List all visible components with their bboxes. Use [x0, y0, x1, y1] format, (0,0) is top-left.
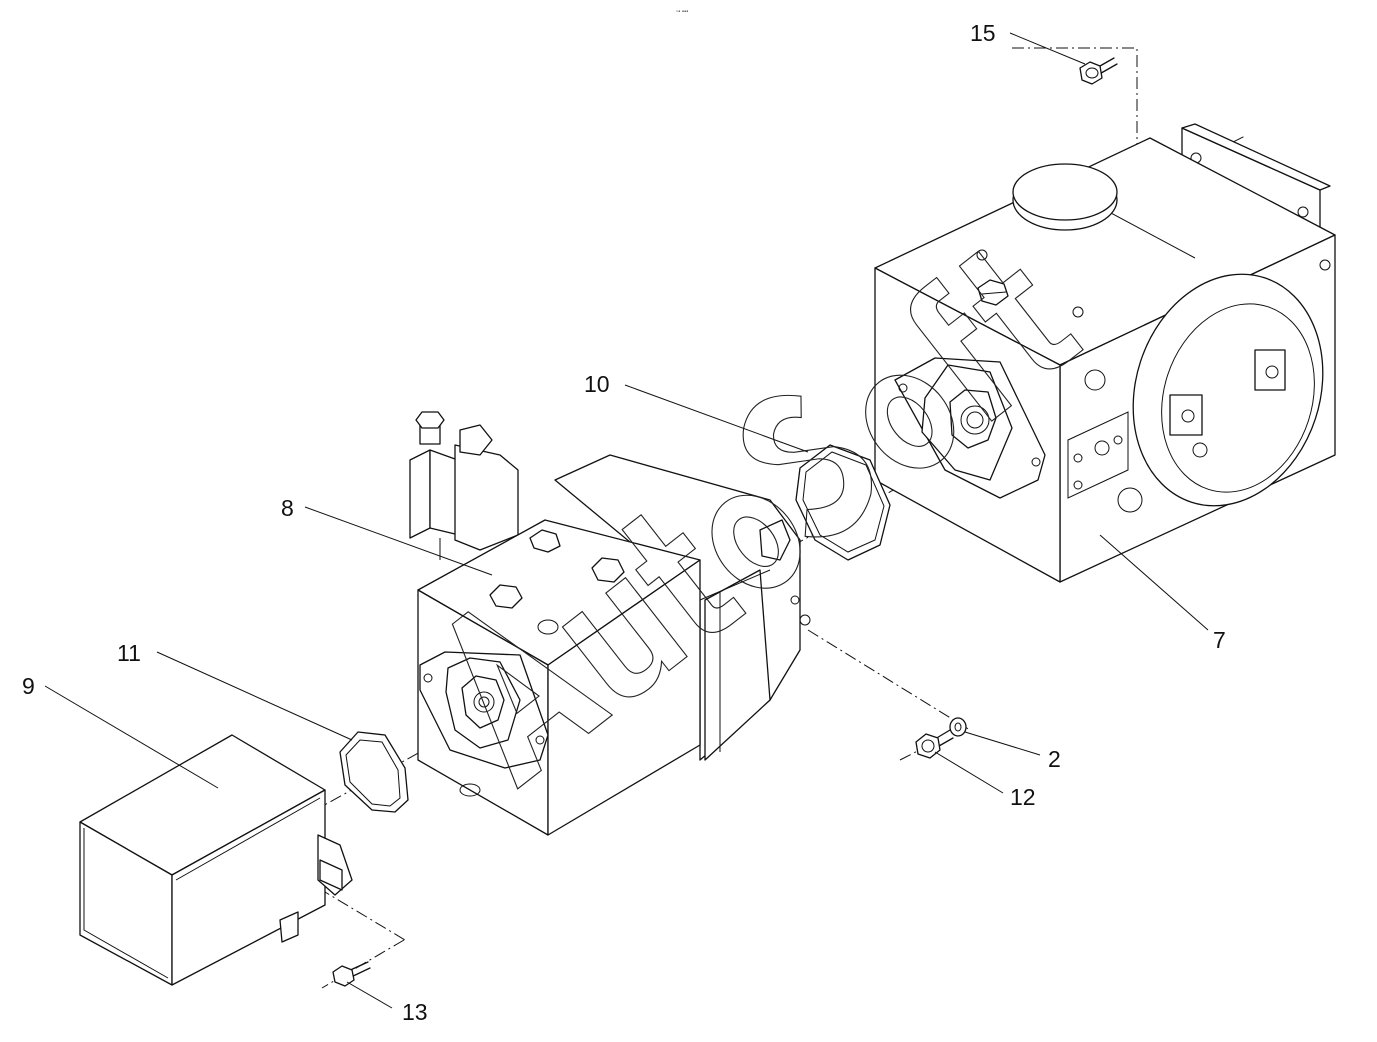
- callout-11: 11: [117, 640, 141, 666]
- callout-2: 2: [1048, 746, 1061, 772]
- callout-13: 13: [402, 999, 428, 1025]
- callout-8: 8: [281, 495, 294, 521]
- part-8-pump-body: [409, 411, 811, 836]
- callout-labels: 15 10 8 11 9 7 2 12 13: [22, 20, 1226, 1025]
- callout-12: 12: [1010, 784, 1036, 810]
- callout-10: 10: [584, 371, 610, 397]
- callout-9: 9: [22, 673, 35, 699]
- part-15-bolt: [1079, 57, 1118, 85]
- callout-15: 15: [970, 20, 996, 46]
- part-13-screw: [332, 961, 371, 987]
- part-12-bolt: [915, 729, 954, 759]
- part-2-washer: [949, 717, 967, 737]
- top-mark: ▫▪ ▪▪▪: [676, 9, 688, 15]
- leader-lines: [44, 32, 1209, 1009]
- part-9-cover: [79, 734, 353, 986]
- callout-7: 7: [1213, 627, 1226, 653]
- part-11-o-ring: [339, 731, 409, 813]
- watermark-logo: [451, 250, 1084, 790]
- part-7-main-housing: [874, 123, 1336, 583]
- part-10-o-ring: [795, 444, 891, 561]
